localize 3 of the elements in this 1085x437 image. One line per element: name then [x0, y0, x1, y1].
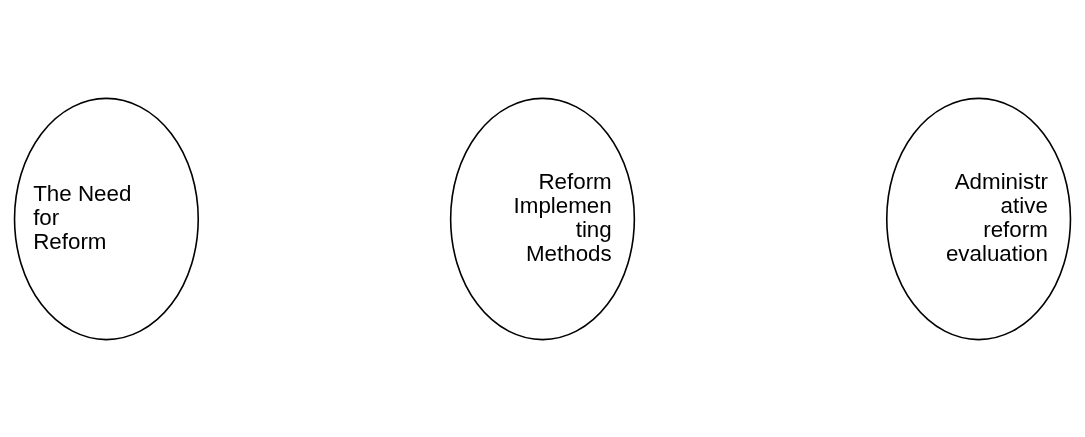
node-ellipse: Administr ative reform evaluation — [885, 97, 1072, 340]
node-ellipse: The Need for Reform — [13, 97, 200, 340]
node-ellipse: Reform Implemen ting Methods — [449, 97, 636, 340]
